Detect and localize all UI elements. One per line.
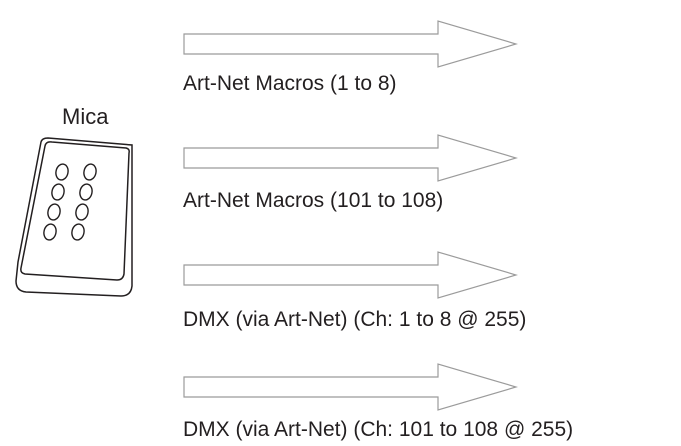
- output-arrow-2: [183, 134, 518, 182]
- mica-keypad-icon: [15, 137, 133, 297]
- output-arrow-3: [183, 251, 518, 299]
- output-arrow-4: [183, 363, 518, 411]
- output-label-4: DMX (via Art-Net) (Ch: 101 to 108 @ 255): [183, 418, 574, 441]
- output-arrow-1: [183, 20, 518, 68]
- output-label-3: DMX (via Art-Net) (Ch: 1 to 8 @ 255): [183, 308, 527, 331]
- output-label-1: Art-Net Macros (1 to 8): [183, 72, 397, 95]
- output-label-2: Art-Net Macros (101 to 108): [183, 189, 444, 212]
- device-name: Mica: [62, 104, 109, 129]
